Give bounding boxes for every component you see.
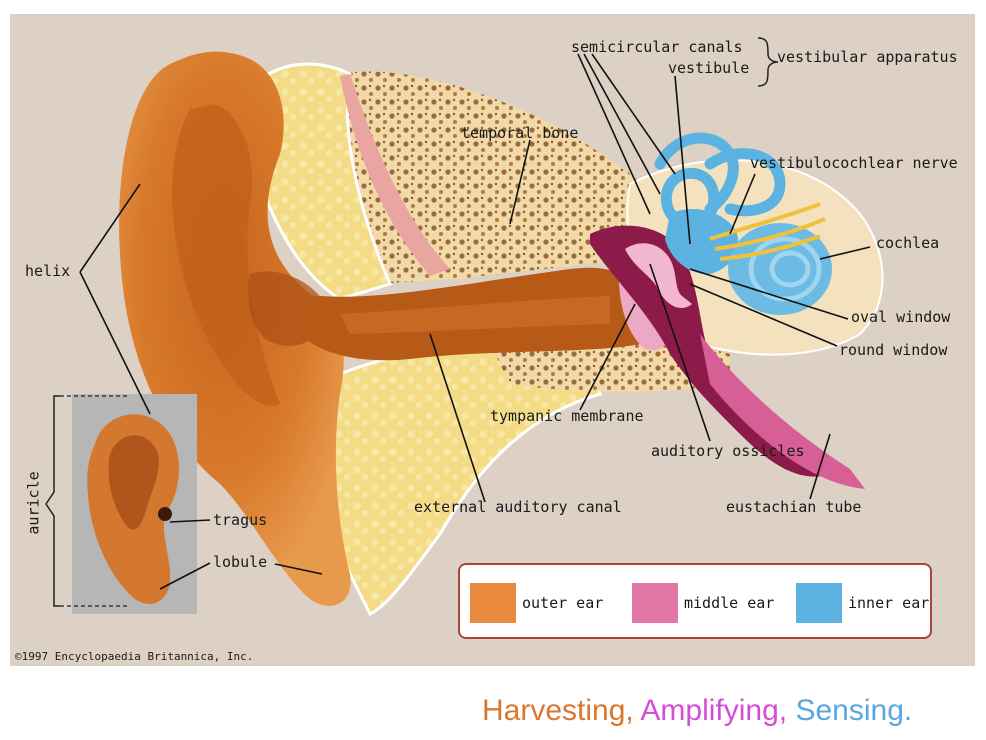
- legend: outer ear middle ear inner ear: [458, 563, 932, 639]
- external-auditory-canal-label: external auditory canal: [414, 498, 622, 516]
- tragus-label: tragus: [213, 511, 267, 529]
- tagline-sensing: Sensing.: [795, 694, 912, 727]
- legend-label-inner-ear: inner ear: [848, 594, 929, 612]
- legend-swatch-inner-ear: [796, 583, 842, 623]
- round-window-label: round window: [839, 341, 947, 359]
- lobule-label: lobule: [213, 553, 267, 571]
- tagline-harvesting: Harvesting,: [482, 694, 634, 727]
- legend-label-outer-ear: outer ear: [522, 594, 603, 612]
- helix-label: helix: [25, 262, 70, 280]
- tagline-amplifying: Amplifying,: [640, 694, 787, 727]
- oval-window-label: oval window: [851, 308, 950, 326]
- cochlea-label: cochlea: [876, 234, 939, 252]
- semicircular-canals-label: semicircular canals: [571, 38, 743, 56]
- auricle-label: auricle: [25, 471, 43, 534]
- copyright-notice: ©1997 Encyclopaedia Britannica, Inc.: [15, 648, 253, 666]
- auricle-photo-canal: [158, 507, 172, 521]
- ear-anatomy-figure: semicircular canals vestibule vestibular…: [10, 14, 975, 666]
- eustachian-tube-label: eustachian tube: [726, 498, 861, 516]
- legend-swatch-outer-ear: [470, 583, 516, 623]
- legend-swatch-middle-ear: [632, 583, 678, 623]
- auricle-bracket: [46, 396, 60, 606]
- vestibule-label: vestibule: [668, 59, 749, 77]
- legend-label-middle-ear: middle ear: [684, 594, 774, 612]
- vestibulocochlear-nerve-label: vestibulocochlear nerve: [750, 154, 958, 172]
- vestibular-apparatus-label: vestibular apparatus: [777, 48, 958, 66]
- tagline: Harvesting, Amplifying, Sensing.: [482, 694, 912, 728]
- vestibular-brace: [758, 38, 778, 86]
- auditory-ossicles-label: auditory ossicles: [651, 442, 805, 460]
- tympanic-membrane-label: tympanic membrane: [490, 407, 644, 425]
- temporal-bone-label: temporal bone: [461, 124, 578, 142]
